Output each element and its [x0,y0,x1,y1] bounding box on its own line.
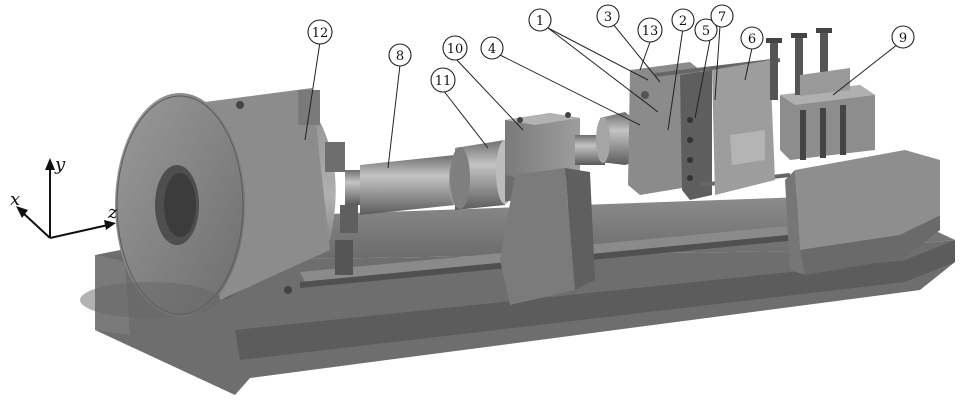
svg-text:13: 13 [642,24,659,39]
svg-text:9: 9 [899,31,907,46]
svg-text:10: 10 [447,42,464,57]
svg-text:5: 5 [702,24,710,39]
callout-12: 12 [307,19,333,45]
callout-5: 5 [694,18,718,42]
leader-lines [304,23,899,169]
coordinate-axes: y z x [10,154,118,239]
coupling [450,140,520,210]
svg-text:8: 8 [396,49,404,64]
callout-13: 13 [637,17,663,43]
svg-text:7: 7 [718,10,726,25]
callout-2: 2 [671,8,695,32]
x-axis-label: x [10,189,20,210]
svg-text:3: 3 [604,10,612,25]
bearing-support [500,112,605,305]
chuck [80,88,358,318]
callout-6: 6 [740,26,764,50]
callout-7: 7 [710,4,734,28]
fixture-assembly [628,58,791,200]
svg-text:6: 6 [748,32,756,47]
callout-8: 8 [388,43,412,67]
y-axis-label: y [54,154,66,175]
svg-text:12: 12 [312,26,329,41]
callout-3: 3 [596,4,620,28]
svg-text:1: 1 [536,14,544,29]
svg-text:4: 4 [488,42,496,57]
tool-post [766,28,875,160]
z-axis-label: z [107,202,118,223]
callout-11: 11 [430,67,456,93]
callout-9: 9 [891,25,915,49]
svg-text:2: 2 [679,14,687,29]
svg-text:11: 11 [435,74,452,89]
callout-1: 1 [528,8,552,32]
spindle-shaft [345,155,461,215]
callout-10: 10 [442,35,468,61]
callout-4: 4 [480,36,504,60]
